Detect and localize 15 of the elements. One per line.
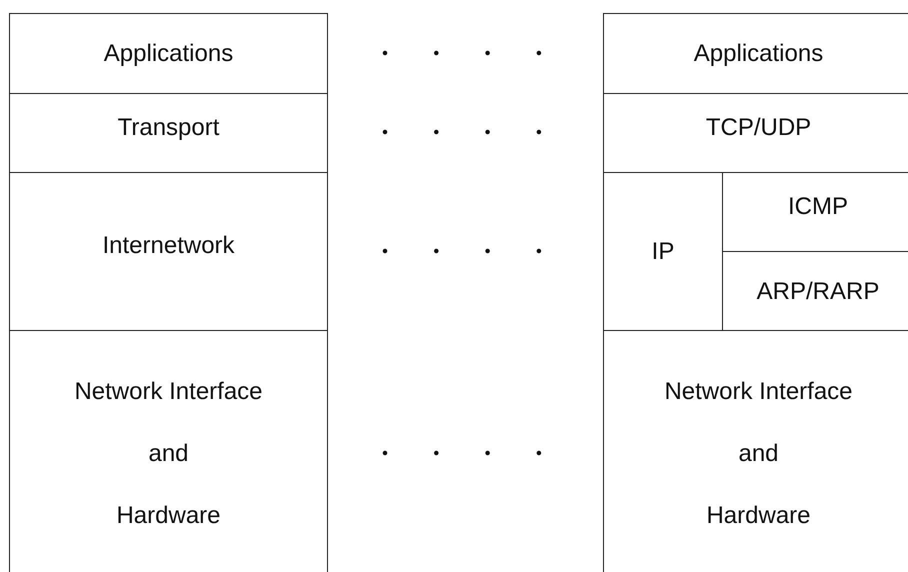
layer-label: Network Interface and Hardware — [664, 376, 853, 530]
layer-label: Applications — [694, 39, 824, 68]
layer-label: TCP/UDP — [706, 112, 812, 142]
layer-box — [9, 93, 328, 173]
layer-label: Internetwork — [102, 231, 235, 260]
layer-label: Applications — [104, 39, 234, 68]
layer-box — [603, 13, 908, 94]
layer-label: ARP/RARP — [756, 276, 880, 306]
layer-box — [9, 172, 328, 331]
layer-label: Network Interface and Hardware — [74, 376, 263, 530]
layer-label: Transport — [118, 112, 220, 142]
layer-box — [9, 330, 328, 572]
layer-label: IP — [652, 237, 674, 266]
layer-box — [9, 13, 328, 94]
layer-label: ICMP — [788, 192, 848, 220]
